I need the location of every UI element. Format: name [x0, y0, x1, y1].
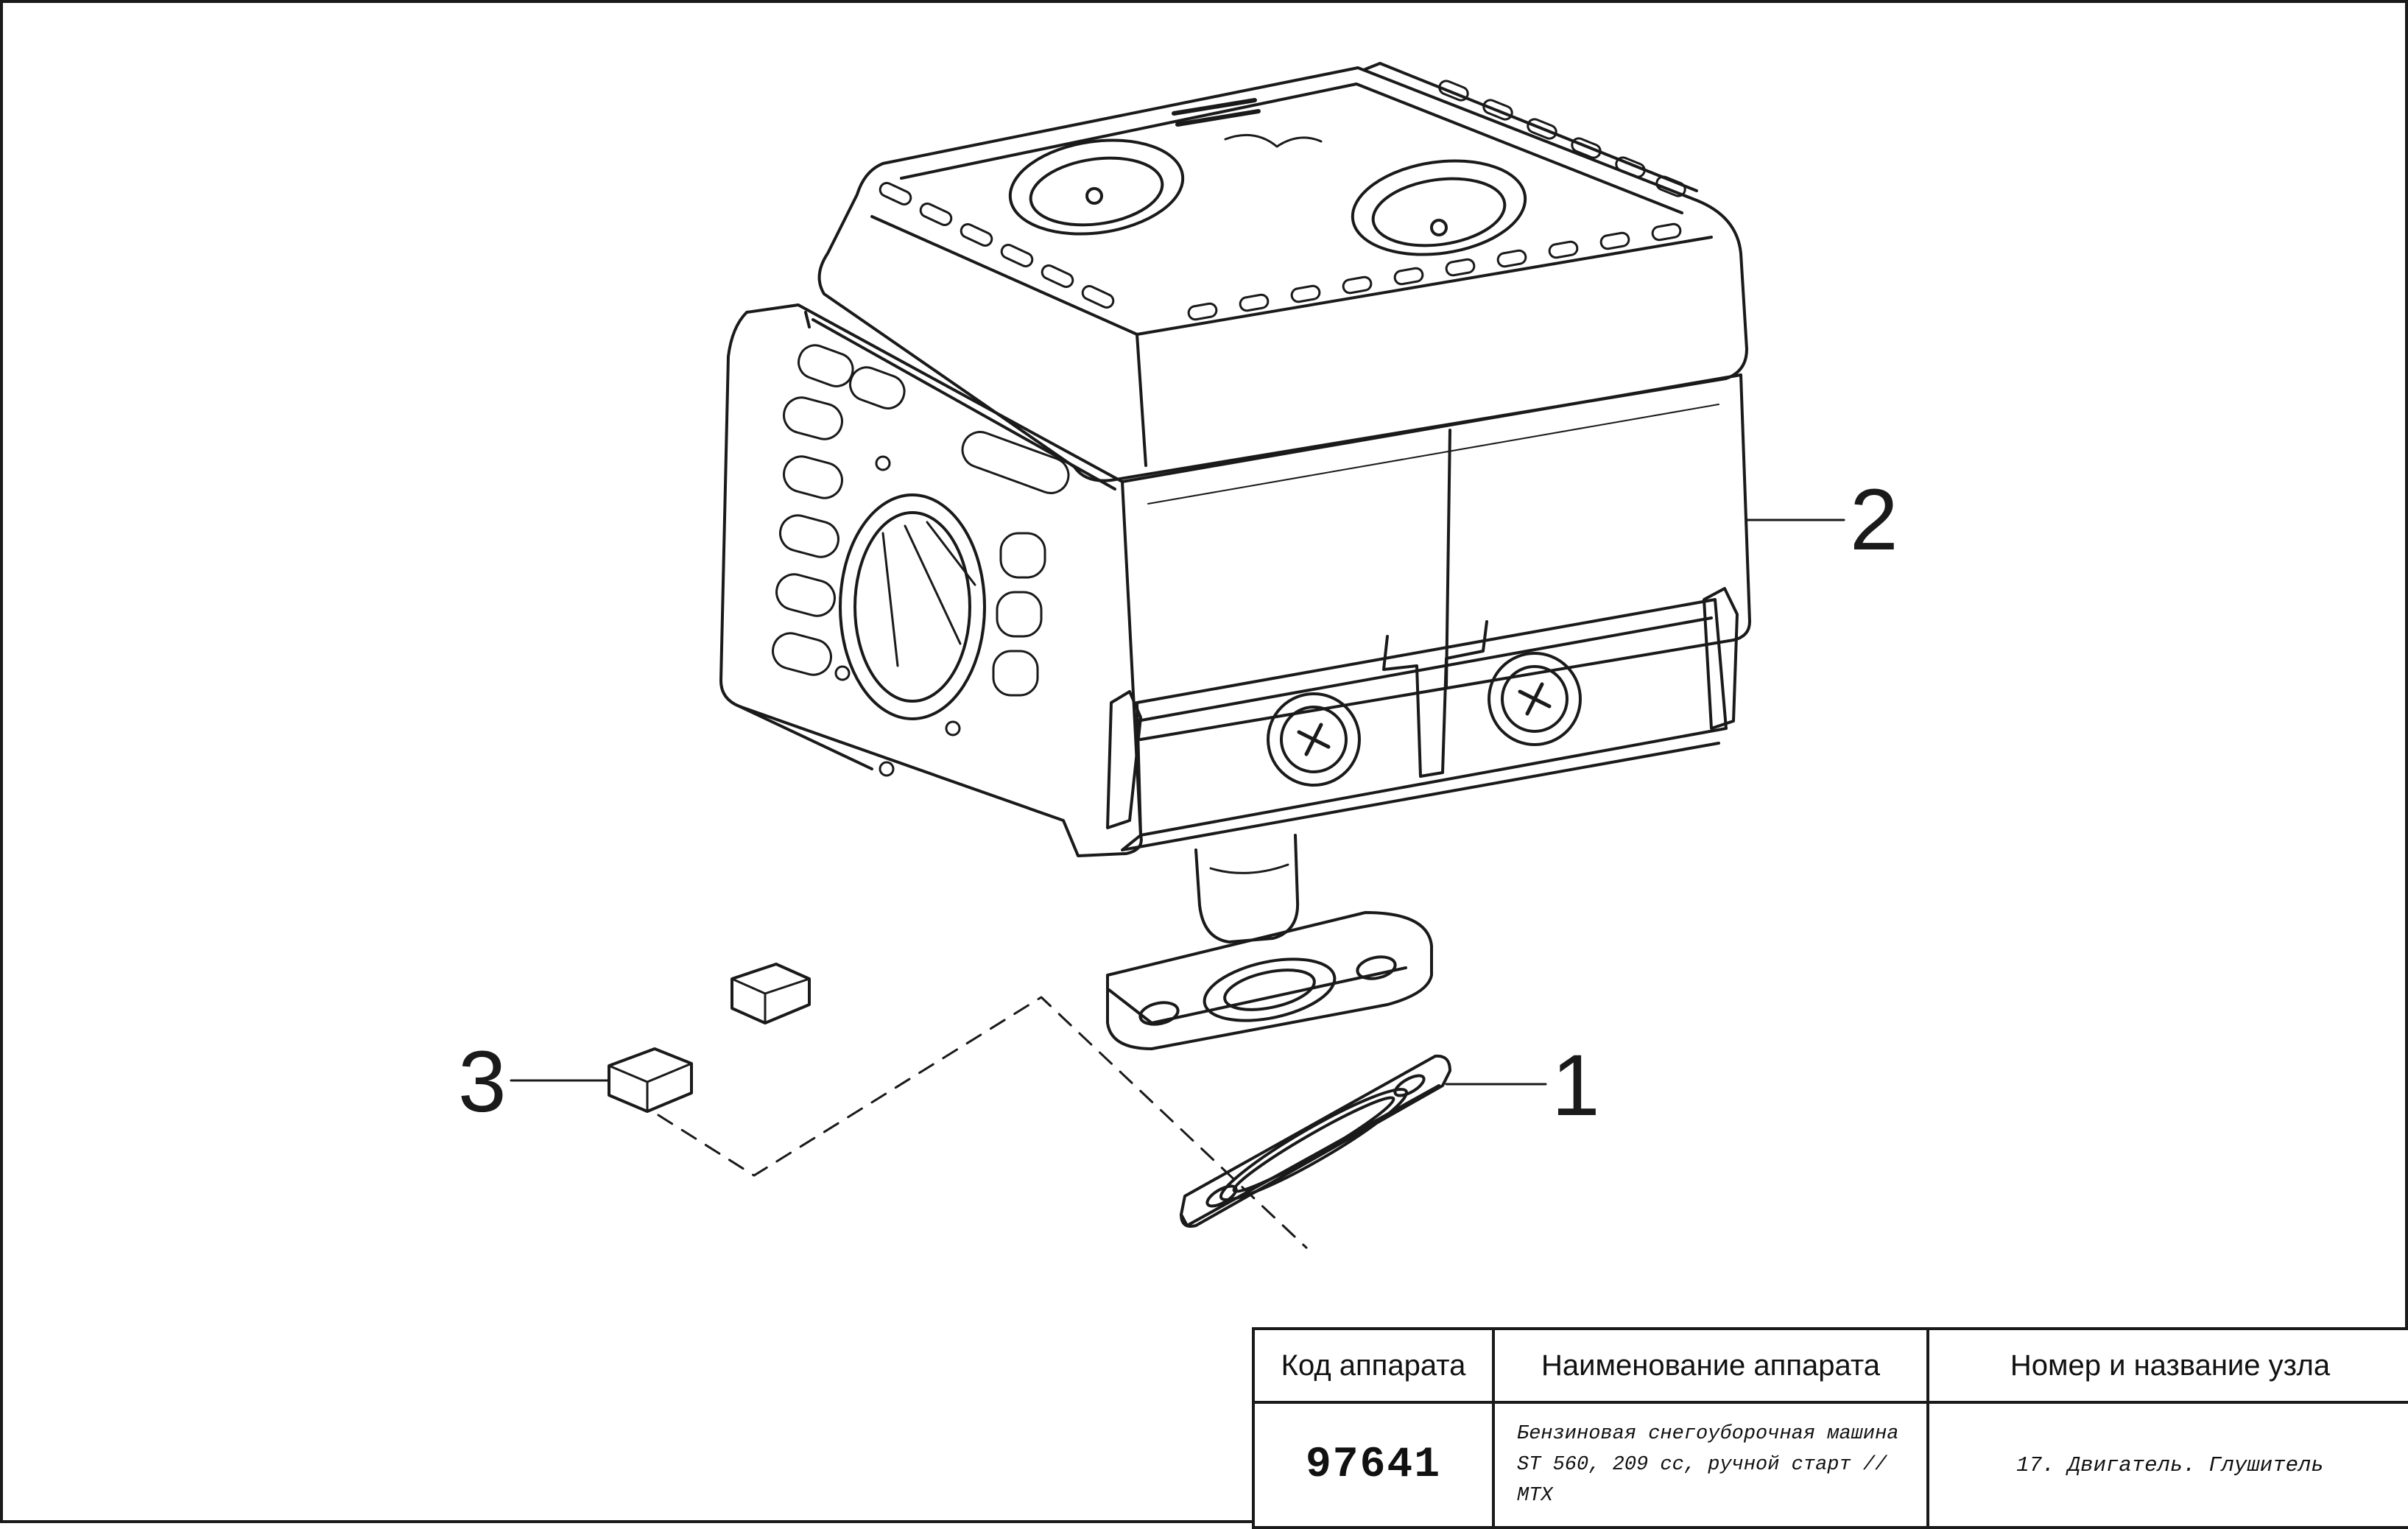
title-block: Код аппарата Наименование аппарата Номер… — [1252, 1327, 2408, 1529]
device-name-value: Бензиновая снегоуборочная машина ST 560,… — [1492, 1401, 1929, 1529]
callout-number-3: 3 — [458, 1033, 507, 1131]
callout-number-2: 2 — [1850, 471, 1898, 569]
muffler-heat-shield — [719, 62, 1751, 1050]
header-device-code: Код аппарата — [1252, 1327, 1495, 1404]
hex-nuts — [608, 963, 811, 1113]
exhaust-gasket — [1180, 1054, 1451, 1228]
device-name-line-1: Бензиновая снегоуборочная машина — [1517, 1423, 1899, 1445]
title-block-header-row: Код аппарата Наименование аппарата Номер… — [1252, 1327, 2408, 1404]
assembly-path-lines — [657, 996, 1308, 1249]
header-unit-name: Номер и название узла — [1926, 1327, 2408, 1404]
exploded-parts-diagram: 2 1 3 — [458, 62, 1898, 1249]
header-device-name: Наименование аппарата — [1492, 1327, 1929, 1404]
title-block-value-row: 97641 Бензиновая снегоуборочная машина S… — [1252, 1401, 2408, 1529]
device-code: 97641 — [1305, 1441, 1442, 1489]
device-name-line-2: ST 560, 209 сс, ручной старт // MTX — [1517, 1454, 1887, 1507]
device-code-value: 97641 — [1252, 1401, 1495, 1529]
unit-name: 17. Двигатель. Глушитель — [2016, 1452, 2324, 1477]
leader-lines — [510, 519, 1845, 1086]
callout-number-1: 1 — [1552, 1037, 1600, 1134]
unit-name-value: 17. Двигатель. Глушитель — [1926, 1401, 2408, 1529]
